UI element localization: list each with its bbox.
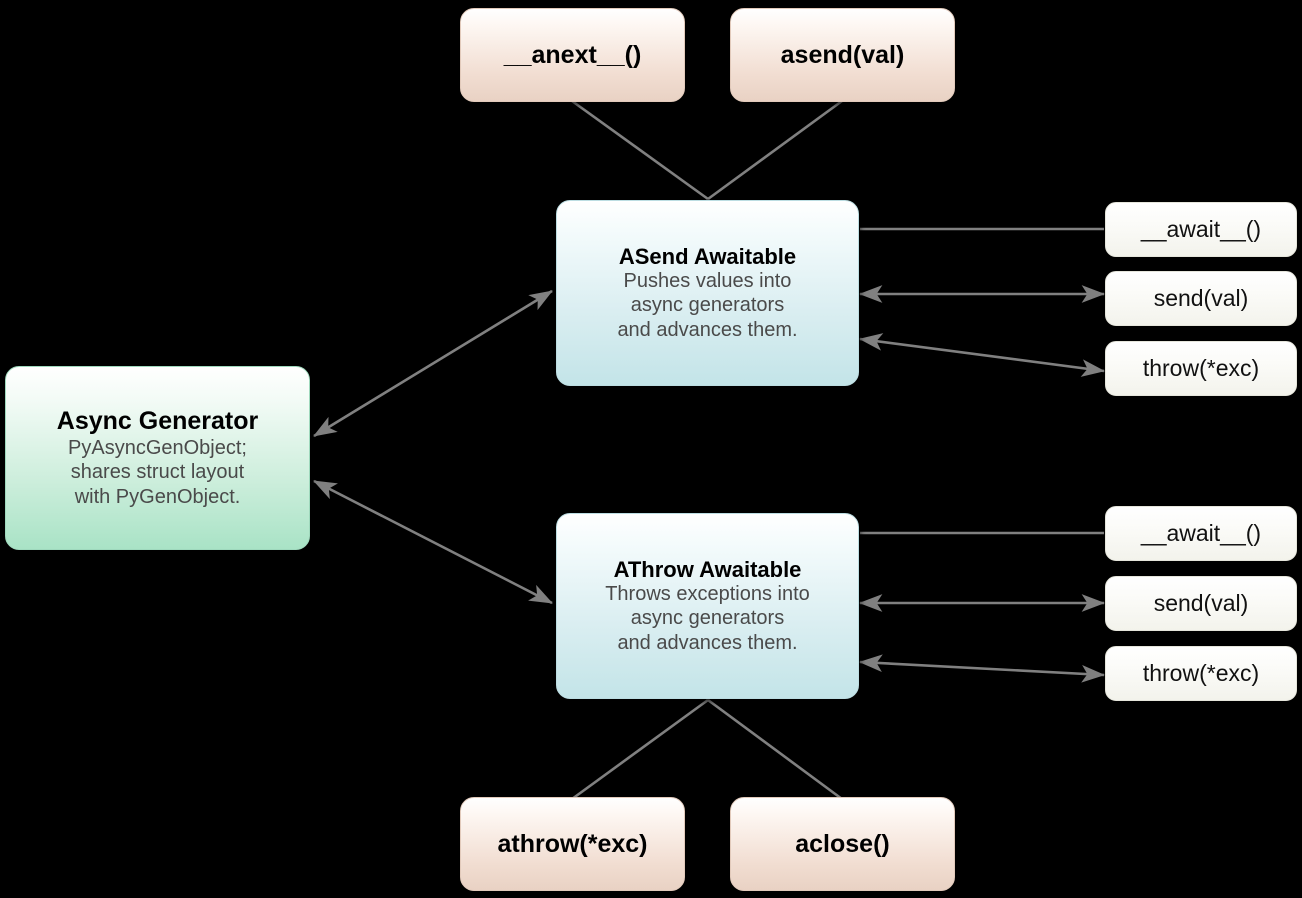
athrow-protocol-await-node[interactable]: __await__() bbox=[1105, 506, 1297, 561]
entry-node-athrow[interactable]: athrow(*exc) bbox=[460, 797, 685, 891]
entry-node-aclose[interactable]: aclose() bbox=[730, 797, 955, 891]
edge-anext-to-asend bbox=[571, 99, 709, 201]
asend-protocol-await-node[interactable]: __await__() bbox=[1105, 202, 1297, 257]
edge-asend-throw bbox=[858, 333, 1106, 377]
athrow-awaitable-title: AThrow Awaitable bbox=[613, 556, 802, 582]
athrow-awaitable-desc-line-2: async generators bbox=[630, 607, 785, 630]
edge-athrow-throw bbox=[858, 654, 1106, 683]
athrow-protocol-send-node[interactable]: send(val) bbox=[1105, 576, 1297, 631]
async-generator-desc-line-1: PyAsyncGenObject; bbox=[68, 436, 247, 459]
edge-aclose-to-athrowawaitable bbox=[707, 698, 843, 801]
async-generator-node[interactable]: Async Generator PyAsyncGenObject; shares… bbox=[5, 366, 310, 550]
asend-protocol-await-label: __await__() bbox=[1140, 216, 1262, 242]
asend-awaitable-desc-line-2: async generators bbox=[630, 294, 785, 317]
asend-protocol-send-node[interactable]: send(val) bbox=[1105, 271, 1297, 326]
edge-root-athrow bbox=[313, 479, 553, 605]
entry-node-asend-label: asend(val) bbox=[780, 40, 905, 69]
asend-awaitable-node[interactable]: ASend Awaitable Pushes values into async… bbox=[556, 200, 859, 386]
async-generator-title: Async Generator bbox=[56, 407, 259, 436]
entry-node-anext[interactable]: __anext__() bbox=[460, 8, 685, 102]
asend-awaitable-title: ASend Awaitable bbox=[618, 243, 797, 269]
asend-awaitable-desc-line-1: Pushes values into bbox=[623, 270, 792, 293]
athrow-awaitable-desc-line-1: Throws exceptions into bbox=[605, 583, 810, 606]
edge-athrow-to-athrowawaitable bbox=[571, 698, 709, 801]
athrow-protocol-await-label: __await__() bbox=[1140, 520, 1262, 546]
async-generator-desc-line-3: with PyGenObject. bbox=[74, 485, 241, 508]
athrow-protocol-throw-node[interactable]: throw(*exc) bbox=[1105, 646, 1297, 701]
entry-node-anext-label: __anext__() bbox=[503, 40, 642, 69]
athrow-protocol-send-label: send(val) bbox=[1153, 590, 1249, 616]
edge-asend-method-to-asend bbox=[707, 99, 843, 201]
asend-protocol-throw-node[interactable]: throw(*exc) bbox=[1105, 341, 1297, 396]
entry-node-asend[interactable]: asend(val) bbox=[730, 8, 955, 102]
entry-node-athrow-label: athrow(*exc) bbox=[497, 829, 648, 858]
edge-root-asend bbox=[313, 289, 553, 438]
asend-protocol-throw-label: throw(*exc) bbox=[1142, 355, 1260, 381]
athrow-protocol-throw-label: throw(*exc) bbox=[1142, 660, 1260, 686]
asend-awaitable-desc-line-3: and advances them. bbox=[617, 318, 798, 341]
entry-node-aclose-label: aclose() bbox=[795, 829, 890, 858]
asend-protocol-send-label: send(val) bbox=[1153, 285, 1249, 311]
athrow-awaitable-node[interactable]: AThrow Awaitable Throws exceptions into … bbox=[556, 513, 859, 699]
async-generator-desc-line-2: shares struct layout bbox=[70, 461, 245, 484]
athrow-awaitable-desc-line-3: and advances them. bbox=[617, 631, 798, 654]
